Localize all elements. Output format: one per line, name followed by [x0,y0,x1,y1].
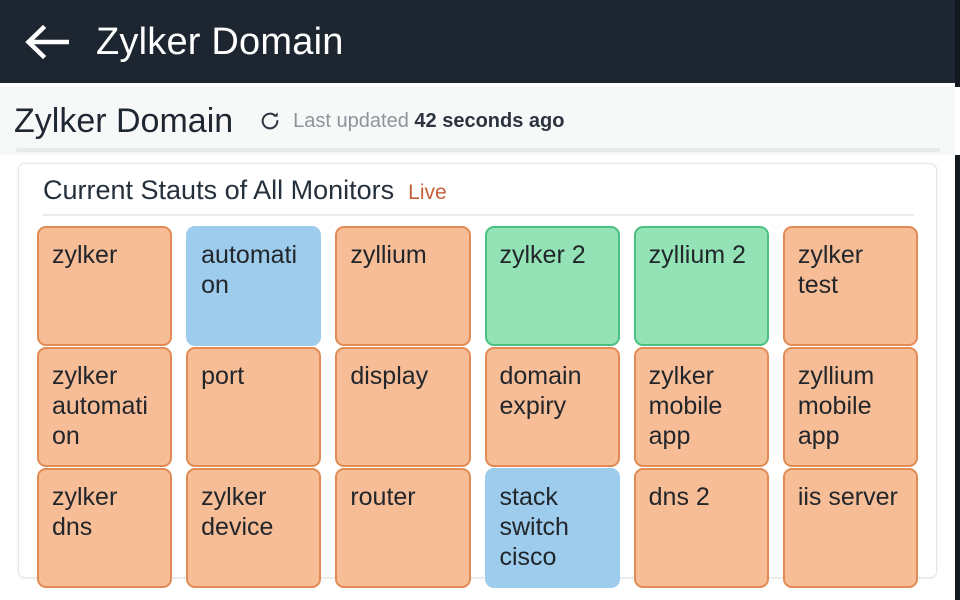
monitor-tile[interactable]: stack switch cisco [484,467,620,588]
last-updated-value: 42 seconds ago [414,110,565,132]
monitors-card: Current Stauts of All Monitors Live zylk… [18,163,937,588]
monitor-tile-label: port [201,361,245,390]
refresh-icon[interactable] [259,110,281,132]
back-button[interactable] [0,0,96,83]
monitor-tile[interactable]: zyllium [335,225,471,346]
monitor-tile[interactable]: zylker device [186,467,322,588]
last-updated-text: Last updated 42 seconds ago [293,111,564,131]
last-updated-prefix: Last updated [293,110,409,132]
monitor-tile-label: zylker dns [52,482,118,541]
monitors-card-title: Current Stauts of All Monitors [43,175,395,205]
monitor-tile[interactable]: zylker mobile app [633,346,769,467]
card-divider [43,213,914,216]
monitor-tile[interactable]: dns 2 [633,467,769,588]
right-edge-gap [955,87,960,155]
monitor-tile-label: zylker [52,240,118,269]
monitors-card-header: Current Stauts of All Monitors Live [31,164,924,206]
live-badge: Live [408,181,447,204]
monitor-tile-label: zylker test [797,240,864,299]
app-bar-title: Zylker Domain [96,20,344,63]
monitor-tile-label: zylker mobile app [648,361,723,451]
monitor-tile-label: zyllium 2 [648,240,746,269]
monitor-tile[interactable]: zyllium 2 [633,225,769,346]
monitor-tile[interactable]: automation [186,225,322,346]
page-subheader: Zylker Domain Last updated 42 seconds ag… [0,87,955,155]
subheader-divider [16,148,940,152]
monitor-tile[interactable]: iis server [782,467,918,588]
right-edge-strip [955,0,960,600]
monitor-tile[interactable]: router [335,467,471,588]
monitor-tile-label: iis server [797,482,898,511]
monitor-tile[interactable]: zylker test [782,225,918,346]
monitor-tile[interactable]: display [335,346,471,467]
monitor-tile[interactable]: zylker automation [37,346,173,467]
monitor-tile-label: stack switch cisco [499,482,569,572]
monitor-tile[interactable]: zylker [37,225,173,346]
monitor-tile[interactable]: zylker 2 [484,225,620,346]
monitor-tile-label: domain expiry [499,361,582,420]
monitor-tile[interactable]: domain expiry [484,346,620,467]
monitor-tile[interactable]: zyllium mobile app [782,346,918,467]
monitor-tile-label: zylker automation [52,361,148,451]
page-title: Zylker Domain [14,102,234,140]
monitor-tile-label: dns 2 [648,482,710,511]
monitor-tile-label: zyllium mobile app [797,361,875,451]
monitor-tile-label: zylker 2 [499,240,586,269]
monitor-tile[interactable]: zylker dns [37,467,173,588]
monitor-tile-label: zylker device [201,482,274,541]
monitor-tile-label: zyllium [350,240,427,269]
last-updated-group: Last updated 42 seconds ago [259,110,564,132]
app-bar: Zylker Domain [0,0,960,83]
monitor-tile-label: display [350,361,429,390]
monitor-tile-label: router [350,482,416,511]
monitor-tile[interactable]: port [186,346,322,467]
monitor-grid: zylker automation zyllium zylker 2 zyllium 2… [31,225,924,588]
arrow-left-icon [25,24,71,59]
monitor-tile-label: automation [201,240,298,299]
